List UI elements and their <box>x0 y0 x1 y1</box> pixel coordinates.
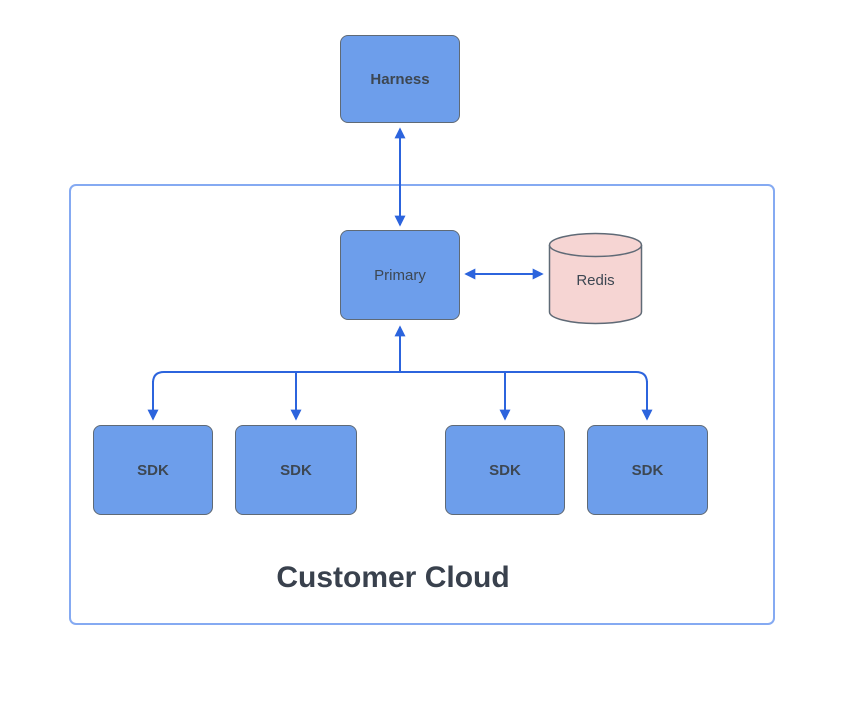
node-primary-label: Primary <box>374 266 426 284</box>
cylinder-shape <box>548 232 643 325</box>
node-sdk-3-label: SDK <box>489 461 521 479</box>
node-sdk-2-label: SDK <box>280 461 312 479</box>
node-redis-label: Redis <box>576 272 615 289</box>
node-sdk-2[interactable]: SDK <box>235 425 357 515</box>
node-harness[interactable]: Harness <box>340 35 460 123</box>
node-sdk-1[interactable]: SDK <box>93 425 213 515</box>
node-sdk-3[interactable]: SDK <box>445 425 565 515</box>
node-primary[interactable]: Primary <box>340 230 460 320</box>
node-sdk-4-label: SDK <box>631 461 664 479</box>
node-harness-label: Harness <box>370 70 430 88</box>
customer-cloud-label: Customer Cloud <box>276 561 510 594</box>
node-redis[interactable]: Redis <box>548 232 643 325</box>
customer-cloud-container[interactable] <box>69 184 775 625</box>
node-sdk-1-label: SDK <box>137 461 169 479</box>
node-sdk-4[interactable]: SDK <box>587 425 708 515</box>
